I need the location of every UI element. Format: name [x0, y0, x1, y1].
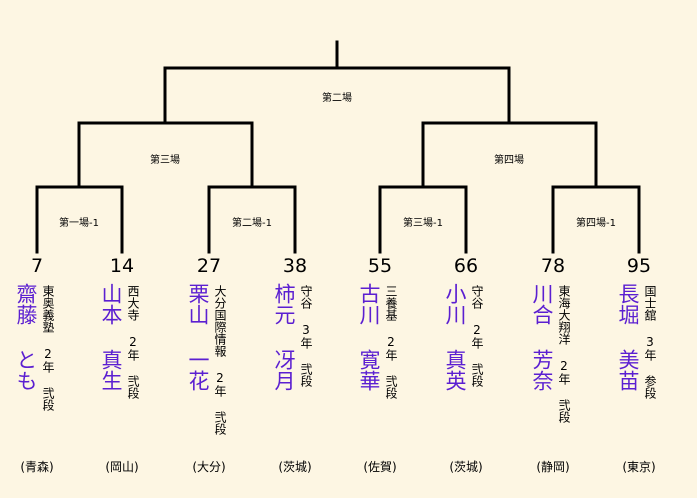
match-label-qf-3: 第三場-1 — [403, 218, 443, 229]
entry-rank: 弐段 — [299, 363, 313, 387]
entry-school: 大分国際情報 — [213, 285, 227, 357]
match-label-qf-2: 第二場-1 — [232, 218, 272, 229]
entry-seed: 66 — [453, 255, 479, 277]
entry-info: 国士舘 3年 参段 — [643, 285, 657, 399]
entry-school: 東奥義塾 — [41, 285, 55, 333]
entry-school: 東海大翔洋 — [557, 285, 571, 345]
entry-info: 東奥義塾 2年 弐段 — [41, 285, 55, 411]
entry-name: 川合 芳奈 — [530, 283, 554, 391]
entry-info: 東海大翔洋 2年 弐段 — [557, 285, 571, 423]
match-label-qf-1: 第一場-1 — [59, 218, 99, 229]
entry-rank: 弐段 — [557, 399, 571, 423]
entry-prefecture: (大分) — [192, 460, 226, 474]
entry-name: 山本 真生 — [99, 283, 123, 391]
entry-school: 守谷 — [470, 285, 484, 309]
entry-rank: 弐段 — [213, 411, 227, 435]
entry-school: 国士舘 — [643, 285, 657, 321]
match-label-final: 第二場 — [322, 93, 352, 104]
entry-info: 大分国際情報 2年 弐段 — [213, 285, 227, 435]
entry-prefecture: (静岡) — [536, 460, 570, 474]
entry-rank: 弐段 — [470, 363, 484, 387]
entry-grade: 2年 — [384, 335, 398, 361]
entry-prefecture: (青森) — [20, 460, 54, 474]
entry-seed: 7 — [30, 255, 44, 277]
entry-name: 長堀 美苗 — [616, 283, 640, 391]
entry-grade: 2年 — [41, 347, 55, 373]
entry-grade: 2年 — [470, 323, 484, 349]
entry-seed: 95 — [626, 255, 652, 277]
entry-prefecture: (佐賀) — [363, 460, 397, 474]
entry-name: 小川 真英 — [443, 283, 467, 391]
entry-prefecture: (茨城) — [278, 460, 312, 474]
entry-grade: 2年 — [557, 359, 571, 385]
entry-info: 守谷 2年 弐段 — [470, 285, 484, 387]
entry-rank: 弐段 — [126, 375, 140, 399]
entry-grade: 3年 — [299, 323, 313, 349]
entry-name: 古川 寛華 — [357, 283, 381, 391]
match-label-qf-4: 第四場-1 — [576, 218, 616, 229]
entry-seed: 78 — [540, 255, 566, 277]
entry-rank: 参段 — [643, 375, 657, 399]
entry-prefecture: (東京) — [622, 460, 656, 474]
entry-seed: 38 — [282, 255, 308, 277]
entry-seed: 55 — [367, 255, 393, 277]
entry-name: 栗山 一花 — [186, 283, 210, 391]
entry-info: 守谷 3年 弐段 — [299, 285, 313, 387]
match-label-semi-right: 第四場 — [494, 155, 524, 166]
entry-school: 三養基 — [384, 285, 398, 321]
entry-grade: 2年 — [213, 371, 227, 397]
entry-grade: 3年 — [643, 335, 657, 361]
entry-info: 三養基 2年 弐段 — [384, 285, 398, 399]
entry-info: 西大寺 2年 弐段 — [126, 285, 140, 399]
entry-school: 西大寺 — [126, 285, 140, 321]
entry-name: 柿元 冴月 — [272, 283, 296, 391]
entry-seed: 14 — [109, 255, 135, 277]
entry-rank: 弐段 — [41, 387, 55, 411]
entry-seed: 27 — [196, 255, 222, 277]
match-label-semi-left: 第三場 — [150, 155, 180, 166]
entry-school: 守谷 — [299, 285, 313, 309]
entry-prefecture: (茨城) — [449, 460, 483, 474]
entry-prefecture: (岡山) — [105, 460, 139, 474]
entry-rank: 弐段 — [384, 375, 398, 399]
entry-name: 齋藤 とも — [14, 283, 38, 391]
entry-grade: 2年 — [126, 335, 140, 361]
